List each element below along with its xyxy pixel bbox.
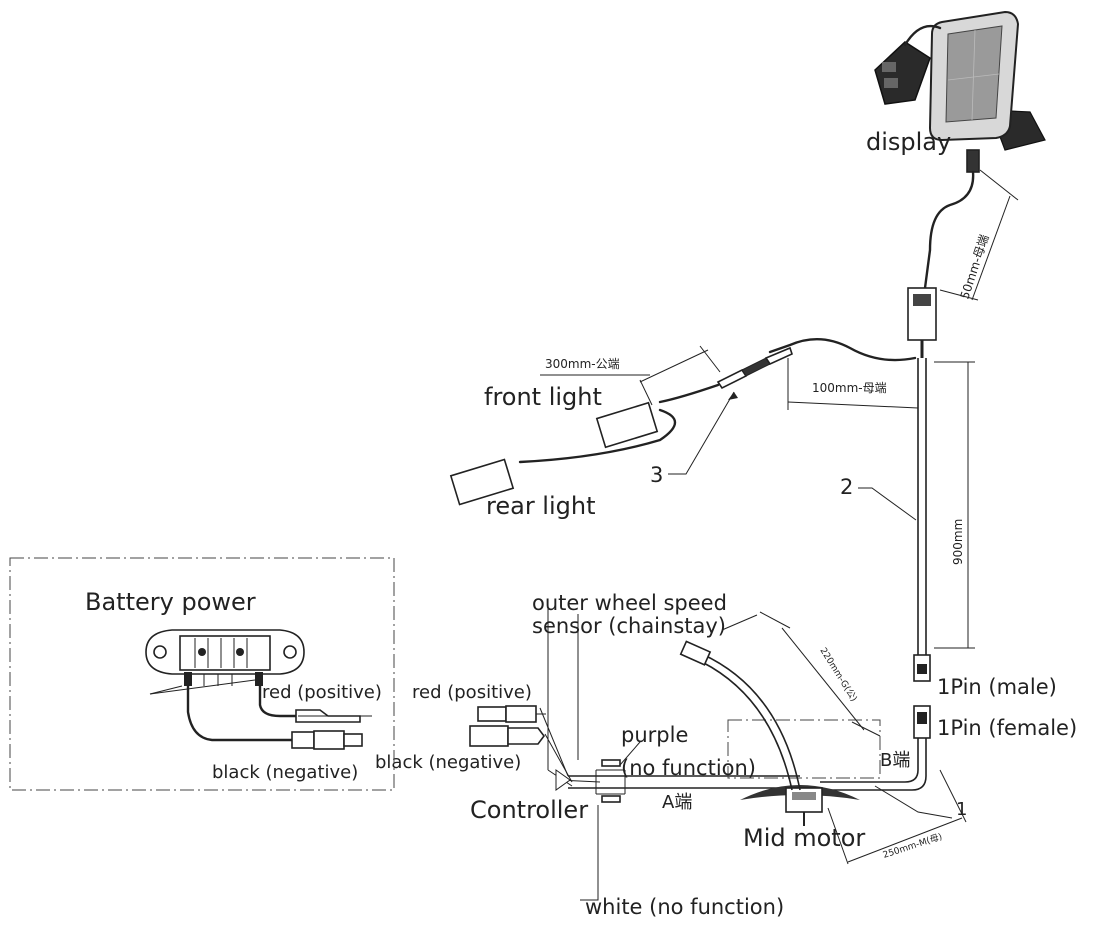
dim-220mm: 220mm-G(公) bbox=[817, 646, 859, 704]
purple-note: (no function) bbox=[621, 756, 756, 780]
speed-sensor-label-2: sensor (chainstay) bbox=[532, 614, 726, 638]
mid-motor bbox=[785, 787, 823, 826]
red-positive-label: red (positive) bbox=[412, 682, 532, 703]
display-label: display bbox=[866, 128, 951, 156]
display-cable bbox=[923, 170, 975, 290]
dim-300mm: 300mm-公端 bbox=[545, 357, 620, 371]
battery-black-label: black (negative) bbox=[212, 762, 358, 783]
pin-female-connector bbox=[913, 705, 931, 739]
battery-red-label: red (positive) bbox=[262, 682, 382, 703]
mid-motor-label: Mid motor bbox=[743, 824, 865, 852]
pin-female-label: 1Pin (female) bbox=[937, 716, 1077, 740]
light-connector bbox=[716, 346, 793, 390]
dim-50mm: 50mm-母端 bbox=[958, 233, 992, 301]
battery-red-plug bbox=[295, 709, 372, 723]
front-light bbox=[595, 401, 659, 449]
purple-label: purple bbox=[621, 723, 688, 747]
pin-male-connector bbox=[913, 654, 931, 682]
rear-light-label: rear light bbox=[486, 492, 596, 520]
dim-100mm: 100mm-母端 bbox=[812, 381, 887, 395]
light-cable bbox=[768, 337, 917, 362]
rear-light bbox=[449, 458, 515, 506]
callout-1: 1 bbox=[956, 799, 967, 820]
black-negative-plug bbox=[469, 725, 545, 747]
display-unit-illustration bbox=[874, 10, 1046, 173]
white-label: white (no function) bbox=[585, 895, 784, 919]
speed-sensor-label-1: outer wheel speed bbox=[532, 591, 727, 615]
front-light-label: front light bbox=[484, 383, 602, 411]
battery-power-label: Battery power bbox=[85, 588, 256, 616]
black-negative-label: black (negative) bbox=[375, 752, 521, 773]
callout-3: 3 bbox=[650, 463, 663, 487]
speed-sensor-cable bbox=[701, 653, 801, 791]
dim-900mm: 900mm bbox=[951, 519, 965, 565]
end-b-label: B端 bbox=[880, 750, 910, 771]
speed-sensor-connector bbox=[679, 640, 712, 666]
battery-black-plug bbox=[291, 730, 363, 750]
callout-2: 2 bbox=[840, 475, 853, 499]
mid-motor-frame bbox=[727, 719, 881, 779]
battery-frame bbox=[9, 557, 395, 791]
battery-terminal-block bbox=[145, 629, 305, 686]
end-a-label: A端 bbox=[662, 792, 692, 813]
controller-label: Controller bbox=[470, 796, 588, 824]
red-positive-plug bbox=[477, 705, 546, 723]
dim-250mm: 250mm-M(母) bbox=[882, 831, 944, 861]
pin-male-label: 1Pin (male) bbox=[937, 675, 1057, 699]
